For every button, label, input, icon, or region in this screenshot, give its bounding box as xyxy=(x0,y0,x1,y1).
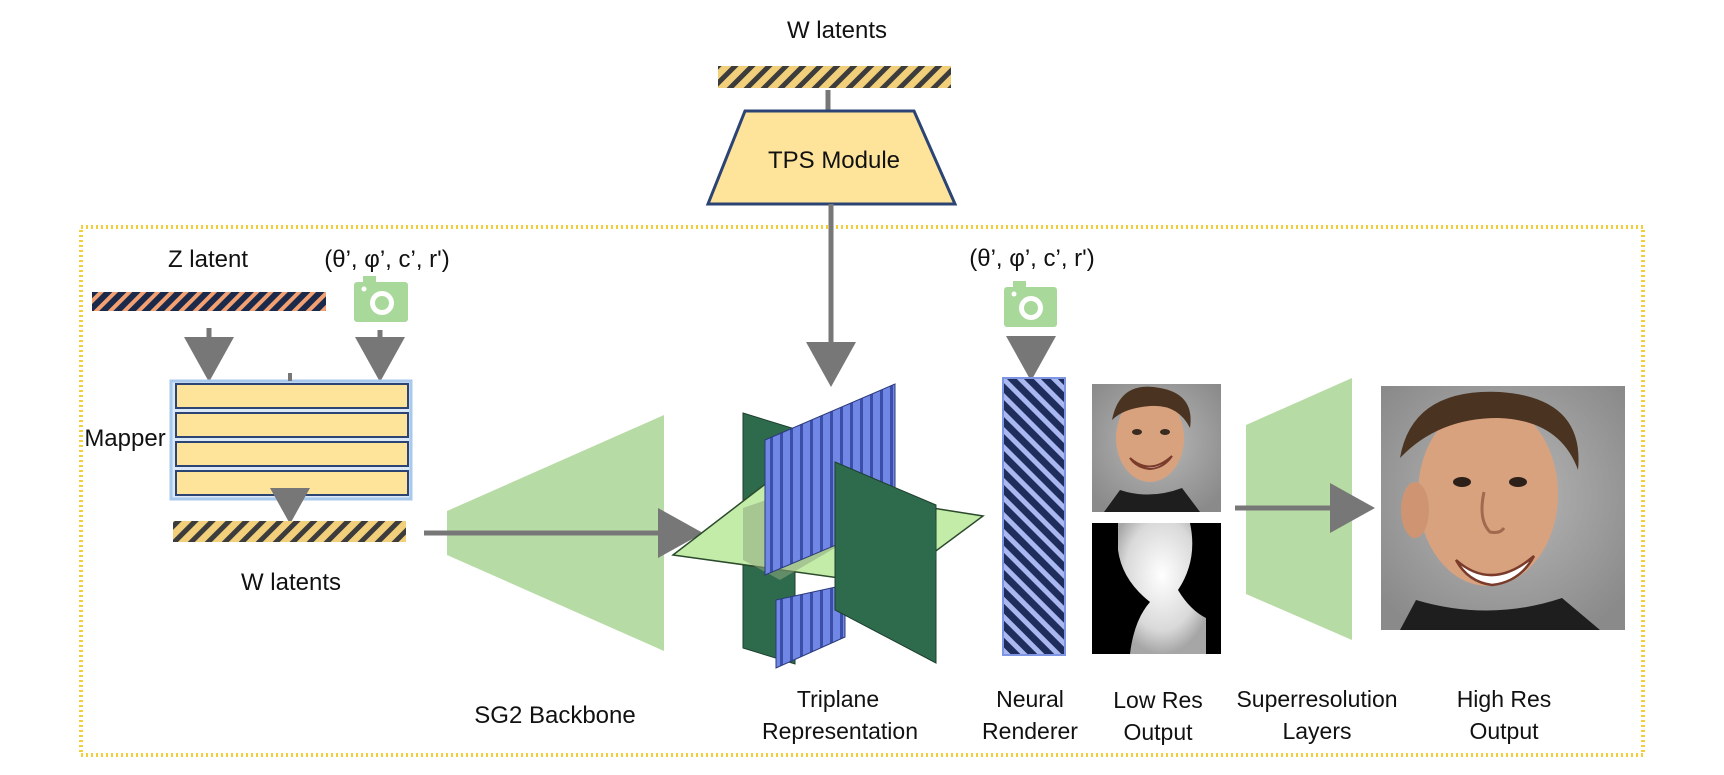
highres-label-line1: High Res xyxy=(1457,686,1552,712)
renderer-label-line1: Neural xyxy=(996,686,1064,712)
left-w-latents-label: W latents xyxy=(241,569,341,596)
renderer-label-line2: Renderer xyxy=(982,718,1078,744)
tps-module-label: TPS Module xyxy=(768,147,900,174)
neural-renderer-block xyxy=(1002,377,1066,656)
left-w-latents-bar xyxy=(173,521,406,542)
triplane-label-line2: Representation xyxy=(762,718,918,744)
superres-label-line2: Layers xyxy=(1282,718,1351,744)
superres-label-line1: Superresolution xyxy=(1236,686,1397,712)
low-res-depth-image xyxy=(1092,523,1221,654)
lowres-label-line1: Low Res xyxy=(1113,687,1202,713)
triplane-visual xyxy=(671,383,985,669)
renderer-camera-icon xyxy=(1004,281,1057,327)
top-w-latents-label: W latents xyxy=(787,17,887,44)
lowres-label-line2: Output xyxy=(1123,719,1193,745)
triplane-label-line1: Triplane xyxy=(797,686,879,712)
top-w-latents-bar xyxy=(718,66,951,88)
mapper-camera-icon xyxy=(354,276,408,322)
backbone-label: SG2 Backbone xyxy=(474,702,635,729)
mapper-camera-params-label: (θ’, φ’, c’, r') xyxy=(324,246,449,273)
tps-module-block xyxy=(705,109,958,206)
renderer-camera-params-label: (θ’, φ’, c’, r') xyxy=(969,245,1094,272)
highres-label-line2: Output xyxy=(1469,718,1539,744)
mapper-label: Mapper xyxy=(84,425,165,452)
z-latent-bar xyxy=(92,292,326,311)
mapper-block xyxy=(169,373,413,501)
generator-boundary xyxy=(79,225,1645,757)
z-latent-label: Z latent xyxy=(168,246,248,273)
low-res-rgb-image xyxy=(1092,384,1221,512)
high-res-output-image xyxy=(1381,386,1625,630)
